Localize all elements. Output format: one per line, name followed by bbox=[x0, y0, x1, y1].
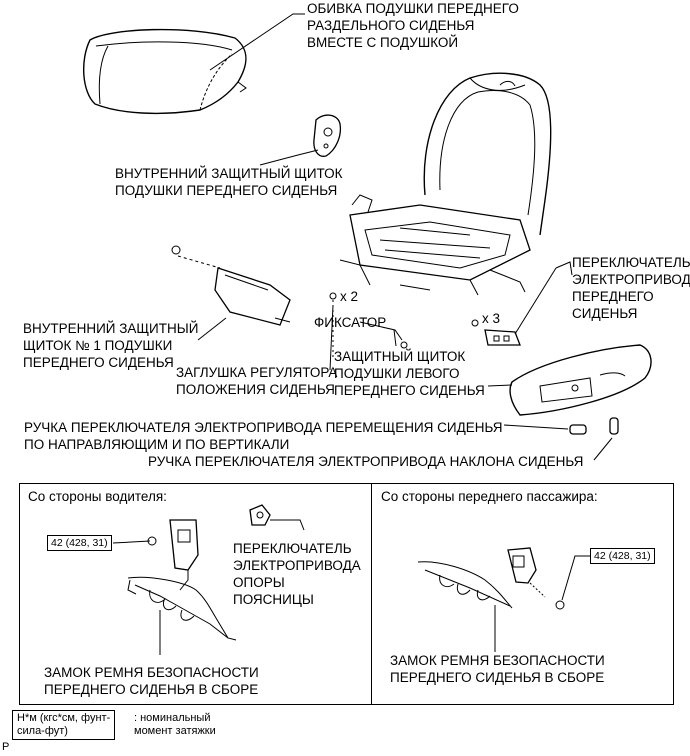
retainer-drawing bbox=[359, 321, 408, 349]
driver-panel-title: Со стороны водителя: bbox=[28, 489, 167, 504]
recline-knob-label: РУЧКА ПЕРЕКЛЮЧАТЕЛЯ ЭЛЕКТРОПРИВОДА НАКЛО… bbox=[148, 454, 584, 469]
slide-knob-label: РУЧКА ПЕРЕКЛЮЧАТЕЛЯ ЭЛЕКТРОПРИВОДА ПЕРЕМ… bbox=[24, 420, 503, 452]
passenger-side-panel bbox=[371, 483, 674, 705]
passenger-torque-box: 42 (428, 31) bbox=[590, 548, 655, 564]
driver-leader-lines bbox=[112, 540, 161, 655]
leader-lines bbox=[197, 13, 613, 461]
retainer-label: ФИКСАТОР bbox=[314, 315, 387, 330]
lumbar-switch-drawing bbox=[249, 504, 305, 531]
passenger-leader-lines bbox=[494, 555, 590, 652]
knobs-drawing bbox=[569, 417, 619, 435]
driver-buckle-drawing bbox=[127, 519, 237, 641]
passenger-buckle-drawing bbox=[417, 547, 565, 610]
legend-unit-box: Н*м (кгс*см, фунт-сила-фут) bbox=[12, 710, 116, 740]
qty-x2-label: x 2 bbox=[340, 289, 359, 304]
left-shield-drawing bbox=[509, 344, 652, 416]
seat-cushion-cover-drawing bbox=[82, 28, 247, 115]
shield-no1-drawing bbox=[171, 245, 291, 326]
corner-code: P bbox=[2, 741, 10, 753]
driver-torque-box: 42 (428, 31) bbox=[47, 535, 112, 551]
seat-assembly-drawing bbox=[339, 72, 552, 296]
power-switch-drawing bbox=[471, 261, 573, 346]
qty-x3-label: x 3 bbox=[482, 311, 501, 326]
passenger-panel-title: Со стороны переднего пассажира: bbox=[381, 489, 598, 504]
